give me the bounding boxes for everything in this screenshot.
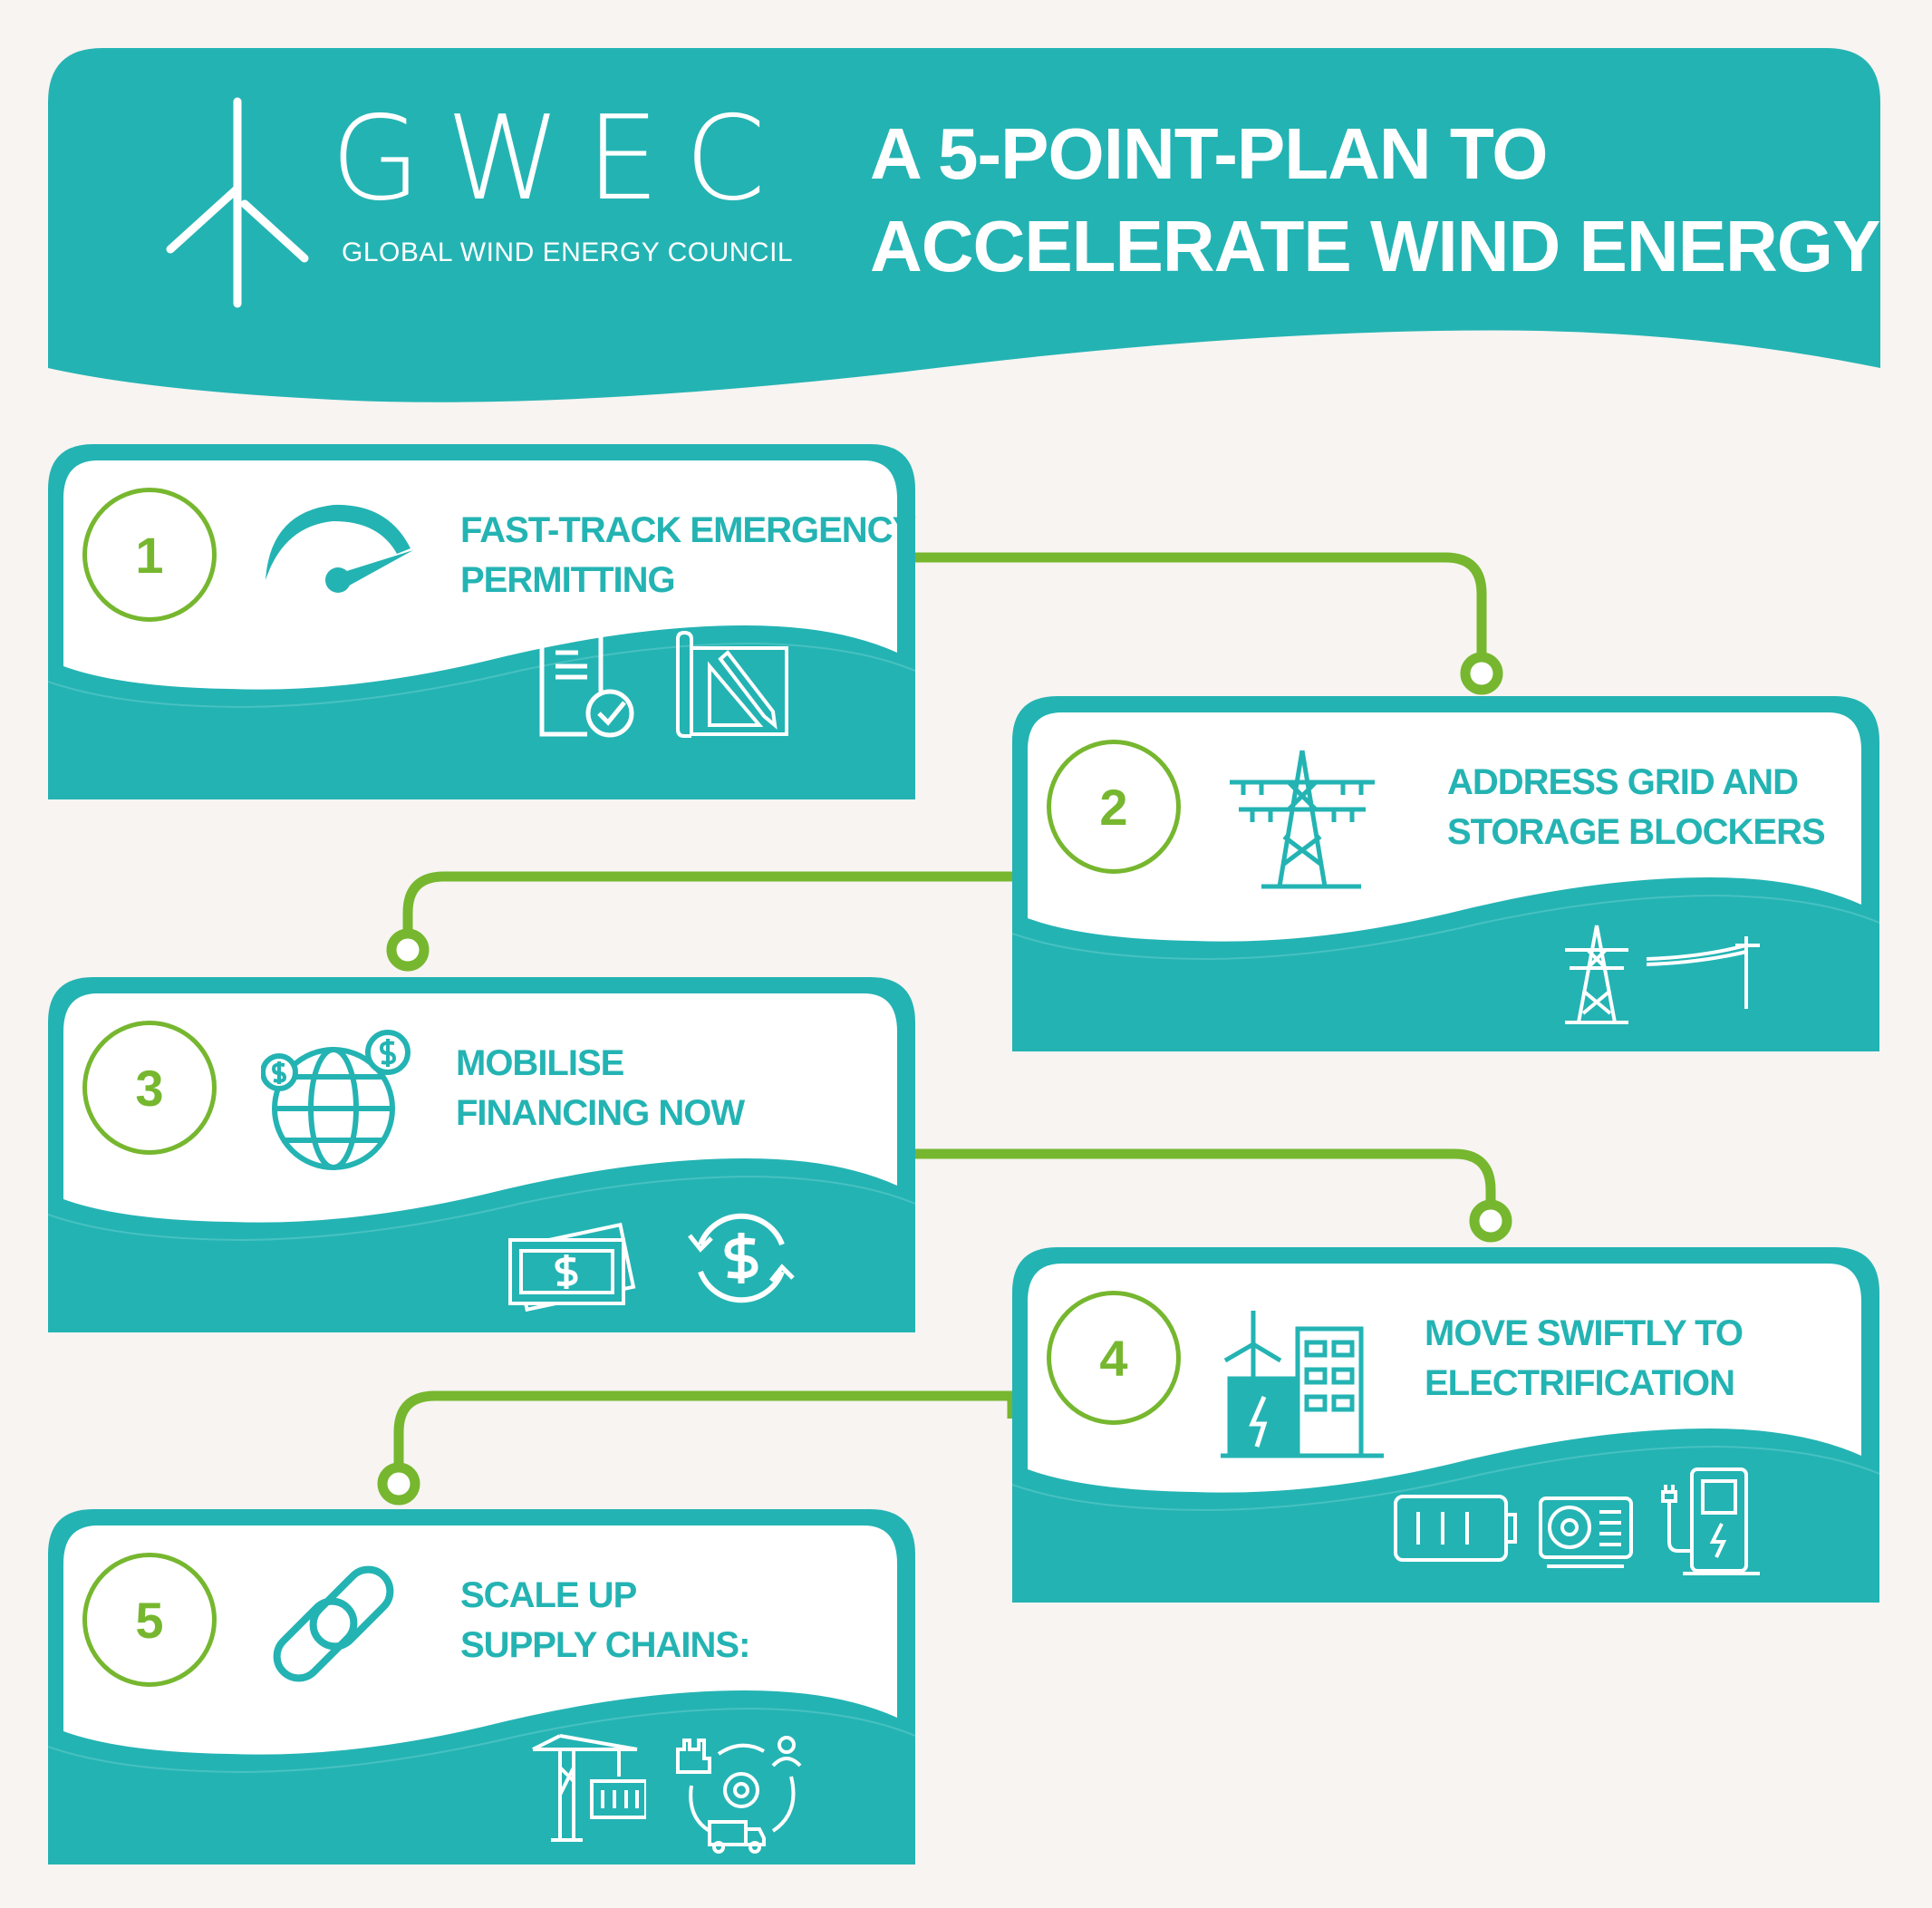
step-number-badge: 3 (82, 1021, 217, 1155)
battery-icon (1393, 1492, 1520, 1569)
card-title-line1: ADDRESS GRID AND (1447, 762, 1799, 802)
step-number: 2 (1099, 778, 1128, 836)
card-title: SCALE UP SUPPLY CHAINS: (460, 1571, 750, 1671)
card-title: FAST-TRACK EMERGENCY PERMITTING (460, 506, 916, 605)
header-banner (48, 48, 1880, 402)
pylon-icon (1556, 923, 1637, 1031)
banknotes-icon (501, 1213, 637, 1317)
globe-dollar-icon (260, 1027, 415, 1177)
card-title-line2: SUPPLY CHAINS: (460, 1625, 750, 1665)
crane-container-icon (528, 1731, 648, 1849)
wind-turbine-logo-icon (166, 97, 309, 308)
connector-node (377, 1462, 420, 1506)
connector-node (386, 928, 430, 972)
card-title: MOVE SWIFTLY TO ELECTRIFICATION (1425, 1309, 1744, 1409)
step-number: 1 (135, 526, 164, 584)
page-title-line1: A 5-POINT-PLAN TO (870, 113, 1548, 194)
step-number: 5 (135, 1591, 164, 1649)
connector-4-5 (393, 1390, 1018, 1468)
blueprint-icon (673, 630, 791, 743)
step-number-badge: 1 (82, 488, 217, 622)
connector-1-2 (915, 552, 1487, 659)
transmission-tower-icon (1225, 746, 1379, 896)
card-title-line2: STORAGE BLOCKERS (1447, 812, 1826, 852)
ev-charger-icon (1656, 1465, 1764, 1583)
card-title-line1: MOVE SWIFTLY TO (1425, 1313, 1744, 1353)
plan-card-4: 4 MOVE SWIFTLY TO ELECTRIFICATION (1012, 1247, 1879, 1603)
plan-card-2: 2 ADDRESS GRID AND STORAGE BLOCKERS (1012, 696, 1879, 1051)
logo-text: GWEC (331, 92, 791, 227)
step-number-badge: 5 (82, 1553, 217, 1687)
step-number-badge: 4 (1047, 1291, 1181, 1425)
plan-card-5: 5 SCALE UP SUPPLY CHAINS: (48, 1509, 915, 1864)
card-background (48, 444, 915, 799)
card-background (48, 1509, 915, 1864)
card-title-line1: FAST-TRACK EMERGENCY (460, 510, 916, 550)
card-title-line1: MOBILISE (456, 1043, 624, 1083)
card-title-line1: SCALE UP (460, 1575, 637, 1615)
plan-card-1: 1 FAST-TRACK EMERGENCY PERMITTING (48, 444, 916, 799)
connector-2-3 (402, 871, 1012, 934)
supply-cycle-icon (673, 1731, 809, 1858)
dollar-cycle-icon (682, 1204, 800, 1317)
power-line-icon (1646, 932, 1773, 1018)
logo-subtitle: GLOBAL WIND ENERGY COUNCIL (342, 237, 794, 267)
connector-node (1460, 652, 1503, 695)
chain-link-icon (261, 1559, 406, 1709)
card-title-line2: PERMITTING (460, 560, 676, 600)
card-title-line2: ELECTRIFICATION (1425, 1363, 1735, 1403)
connector-3-4 (915, 1148, 1496, 1206)
wind-building-icon (1221, 1306, 1384, 1465)
step-number-badge: 2 (1047, 740, 1181, 874)
step-number: 3 (135, 1059, 164, 1117)
page-title-line2: ACCELERATE WIND ENERGY (870, 206, 1880, 286)
speedometer-icon (261, 494, 424, 616)
step-number: 4 (1099, 1329, 1128, 1387)
card-title: MOBILISE FINANCING NOW (456, 1039, 745, 1138)
card-title-line2: FINANCING NOW (456, 1093, 745, 1133)
document-check-icon (537, 630, 637, 743)
plan-card-3: 3 MOBILISE FINANCING NOW (48, 977, 915, 1332)
heat-pump-icon (1538, 1494, 1637, 1575)
card-title: ADDRESS GRID AND STORAGE BLOCKERS (1447, 758, 1826, 857)
connector-node (1469, 1199, 1512, 1243)
